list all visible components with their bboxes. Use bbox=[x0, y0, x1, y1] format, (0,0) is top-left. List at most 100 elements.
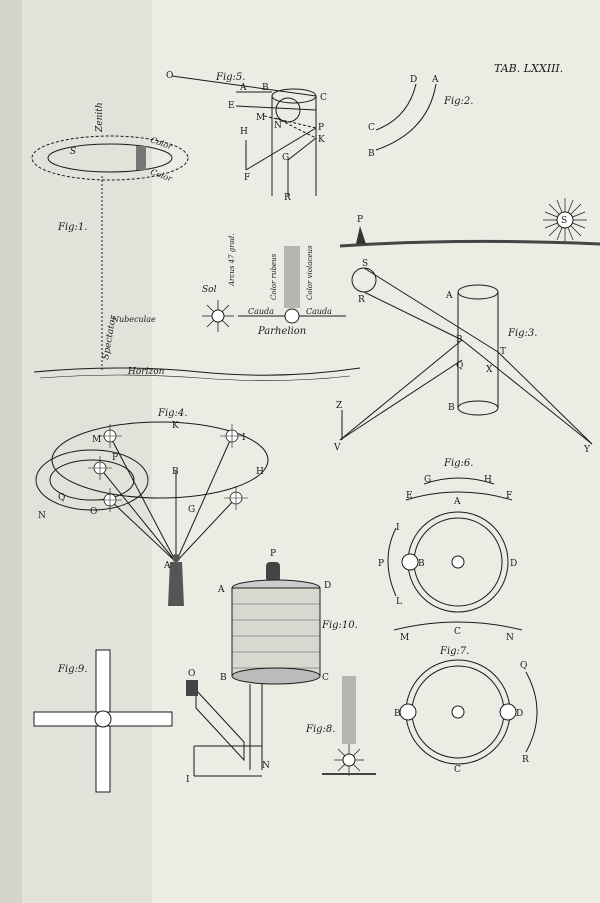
fig10-a: A bbox=[217, 585, 225, 595]
fig1-zenith: Zenith bbox=[95, 102, 105, 133]
fig1-caption: Fig:1. bbox=[57, 222, 87, 233]
light-pillar bbox=[342, 676, 356, 744]
fig7-c: C bbox=[454, 765, 461, 775]
fig6-i: I bbox=[396, 523, 400, 533]
fig6-caption: Fig:6. bbox=[443, 458, 473, 469]
fig6-m: M bbox=[400, 633, 409, 643]
fig6-g: G bbox=[424, 475, 431, 485]
fig6-n: N bbox=[506, 633, 514, 643]
fig4-n: N bbox=[38, 511, 46, 521]
line-i-a bbox=[175, 435, 233, 563]
arc-qr bbox=[525, 671, 538, 753]
fig5-k: K bbox=[318, 135, 325, 145]
fig5-n: N bbox=[274, 121, 282, 131]
ray-mp bbox=[263, 115, 317, 129]
fig6-h: H bbox=[484, 475, 492, 485]
ray-pf bbox=[245, 127, 317, 171]
fig3-z: Z bbox=[336, 401, 342, 411]
fig10-b: B bbox=[220, 673, 227, 683]
fig4-h: H bbox=[256, 467, 264, 477]
fig5-r: R bbox=[284, 193, 291, 203]
fig6-c: C bbox=[454, 627, 461, 637]
fig8-caption: Fig:8. bbox=[305, 724, 335, 735]
arc-eaf bbox=[405, 491, 513, 501]
drum-hatching bbox=[232, 603, 320, 669]
fig4-m: M bbox=[92, 435, 101, 445]
fig7-caption: Fig:7. bbox=[439, 646, 469, 657]
fig8-sun bbox=[342, 753, 356, 767]
figure-4: Fig:4. K M I B H P Q N O G A bbox=[35, 408, 269, 606]
fig9-caption: Fig:9. bbox=[57, 664, 87, 675]
parhelion-disc bbox=[284, 308, 300, 324]
ray-p-y bbox=[461, 339, 593, 445]
fig10-o: O bbox=[188, 669, 195, 679]
ray-t-y bbox=[497, 351, 593, 445]
halo-outer-ellipse bbox=[31, 135, 189, 181]
fig2-d: D bbox=[410, 75, 417, 85]
parhelion-arcus: Arcus 47 grad. bbox=[228, 234, 236, 288]
weight-o bbox=[186, 680, 198, 696]
ray-nk bbox=[275, 117, 317, 139]
fig7-r: R bbox=[522, 755, 529, 765]
arc-gh bbox=[423, 477, 495, 485]
center-dot bbox=[451, 705, 465, 719]
parhelion-light-column bbox=[284, 246, 300, 308]
fig3-r: R bbox=[358, 295, 365, 305]
fig3-caption: Fig:3. bbox=[507, 328, 537, 339]
line-g-a bbox=[175, 497, 237, 563]
line-p-a bbox=[99, 467, 177, 563]
figure-7: Fig:7. Q B D C R bbox=[394, 646, 538, 775]
fig10-c: C bbox=[322, 673, 329, 683]
parhelion-sol: Sol bbox=[202, 285, 217, 295]
spectator-figure bbox=[168, 562, 184, 606]
fig4-k: K bbox=[172, 421, 179, 431]
fig3-y: Y bbox=[583, 445, 591, 455]
fig2-caption: Fig:2. bbox=[443, 96, 473, 107]
parhelion-color-violaceus: Color violaceus bbox=[306, 245, 314, 300]
sun-disc bbox=[275, 97, 301, 123]
arc-ipl bbox=[387, 527, 397, 597]
figure-9: Fig:9. bbox=[33, 649, 173, 793]
fig5-a: A bbox=[239, 83, 247, 93]
center-dot bbox=[451, 555, 465, 569]
fig3-p: P bbox=[456, 335, 462, 345]
figure-5: Fig:5. O A B C E M N P K H G F R bbox=[166, 71, 327, 203]
fig4-o: O bbox=[90, 507, 97, 517]
tiny-spectator bbox=[356, 226, 366, 244]
fig6-d: D bbox=[510, 559, 517, 569]
fig2-a: A bbox=[431, 75, 439, 85]
fig10-caption: Fig:10. bbox=[321, 620, 358, 631]
sun-landscape: S P bbox=[339, 198, 600, 248]
ray-oc bbox=[171, 75, 317, 97]
fig3-s: S bbox=[362, 259, 368, 269]
color-band bbox=[136, 146, 146, 170]
fig10-d: D bbox=[324, 581, 331, 591]
fig3-a: A bbox=[445, 291, 453, 301]
ray-q-v bbox=[339, 359, 463, 441]
figure-3: S R A P Q T X B Z V Y Fig:3. bbox=[333, 259, 593, 455]
fig10-i: I bbox=[186, 775, 190, 785]
fig4-caption: Fig:4. bbox=[157, 408, 187, 419]
column-bottom bbox=[457, 400, 499, 416]
arc-mcn bbox=[393, 621, 523, 631]
fig6-p: P bbox=[378, 559, 384, 569]
fig7-d: D bbox=[516, 709, 523, 719]
parhelion-cauda-right: Cauda bbox=[306, 307, 332, 316]
fig4-b: B bbox=[172, 467, 179, 477]
fig5-b: B bbox=[262, 83, 269, 93]
fig5-p: P bbox=[318, 123, 324, 133]
horizon-hatching bbox=[39, 374, 351, 381]
arc-dc bbox=[375, 83, 417, 131]
ray-p-v bbox=[339, 339, 463, 441]
ray-r-p bbox=[363, 291, 463, 341]
sun-b bbox=[399, 703, 417, 721]
fig3-q: Q bbox=[456, 361, 463, 371]
tab-label: TAB. LXXIII. bbox=[494, 62, 563, 75]
fig5-m: M bbox=[256, 113, 265, 123]
inclined-plane bbox=[195, 688, 245, 762]
landscape-strip bbox=[339, 239, 600, 248]
fig6-b: B bbox=[418, 559, 425, 569]
halo-small-inner bbox=[49, 459, 135, 501]
line-o-a bbox=[109, 499, 177, 563]
